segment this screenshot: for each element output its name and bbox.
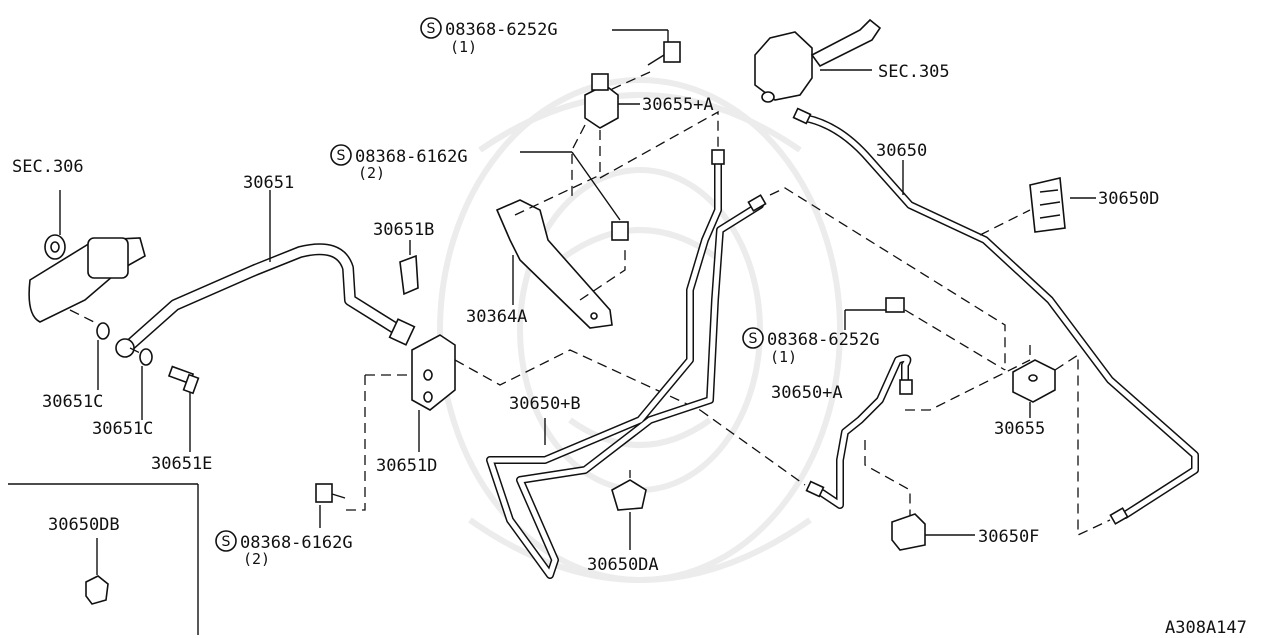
label-bolt-mid: 08368-6162G xyxy=(355,147,468,167)
label-bolt-right: 08368-6252G xyxy=(767,330,880,350)
bolt-bottom xyxy=(315,483,346,528)
washer-30651C xyxy=(69,309,153,420)
pipe-30650 xyxy=(792,107,1199,525)
label-30651B: 30651B xyxy=(373,220,434,240)
bolt-mid xyxy=(520,151,629,241)
label-bolt-mid-qty: (2) xyxy=(358,164,385,182)
diagram-code: A308A147 xyxy=(1165,618,1247,638)
label-30655A: 30655+A xyxy=(642,95,714,115)
label-30651C-1: 30651C xyxy=(42,392,103,412)
block-30655 xyxy=(1012,345,1111,537)
svg-text:S: S xyxy=(427,21,436,37)
bolt-top xyxy=(609,29,681,91)
label-30650: 30650 xyxy=(876,141,927,161)
svg-text:S: S xyxy=(337,148,346,164)
label-bolt-bottom-qty: (2) xyxy=(243,550,270,568)
label-30655: 30655 xyxy=(994,419,1045,439)
label-bolt-bottom: 08368-6162G xyxy=(240,533,353,553)
label-30650B: 30650+B xyxy=(509,394,581,414)
pipe-30650B xyxy=(486,149,1006,579)
clip-30650F xyxy=(891,513,975,551)
label-bolt-top: 08368-6252G xyxy=(445,20,558,40)
clutch-master-sec305 xyxy=(754,18,882,103)
label-30650F: 30650F xyxy=(978,527,1039,547)
bolt-right xyxy=(844,297,1006,371)
label-sec306: SEC.306 xyxy=(12,157,84,177)
label-bolt-top-qty: (1) xyxy=(450,38,477,56)
label-30650A: 30650+A xyxy=(771,383,843,403)
clip-30650DA xyxy=(611,470,647,550)
label-bolt-right-qty: (1) xyxy=(770,348,797,366)
label-30650D: 30650D xyxy=(1098,189,1159,209)
label-30650DA: 30650DA xyxy=(587,555,659,575)
label-30651E: 30651E xyxy=(151,454,212,474)
label-30364A: 30364A xyxy=(466,307,527,327)
clip-30651B xyxy=(399,240,419,296)
hose-30651 xyxy=(115,190,416,358)
master-cylinder-sec306 xyxy=(28,190,146,323)
label-30651D: 30651D xyxy=(376,456,437,476)
label-sec305: SEC.305 xyxy=(878,62,950,82)
switch-30655A xyxy=(571,73,719,200)
svg-text:S: S xyxy=(222,534,231,550)
bracket-30651D xyxy=(345,334,701,511)
clip-30650D xyxy=(979,177,1096,236)
label-30650DB: 30650DB xyxy=(48,515,120,535)
label-30651: 30651 xyxy=(243,173,294,193)
inset-30650DB xyxy=(8,483,199,635)
label-30651C-2: 30651C xyxy=(92,419,153,439)
bracket-30364A xyxy=(495,174,626,329)
svg-text:S: S xyxy=(749,331,758,347)
bolt-30651E xyxy=(167,365,200,452)
pipe-30650A xyxy=(699,354,1031,520)
standard-part-symbol: S S S S xyxy=(215,17,764,552)
